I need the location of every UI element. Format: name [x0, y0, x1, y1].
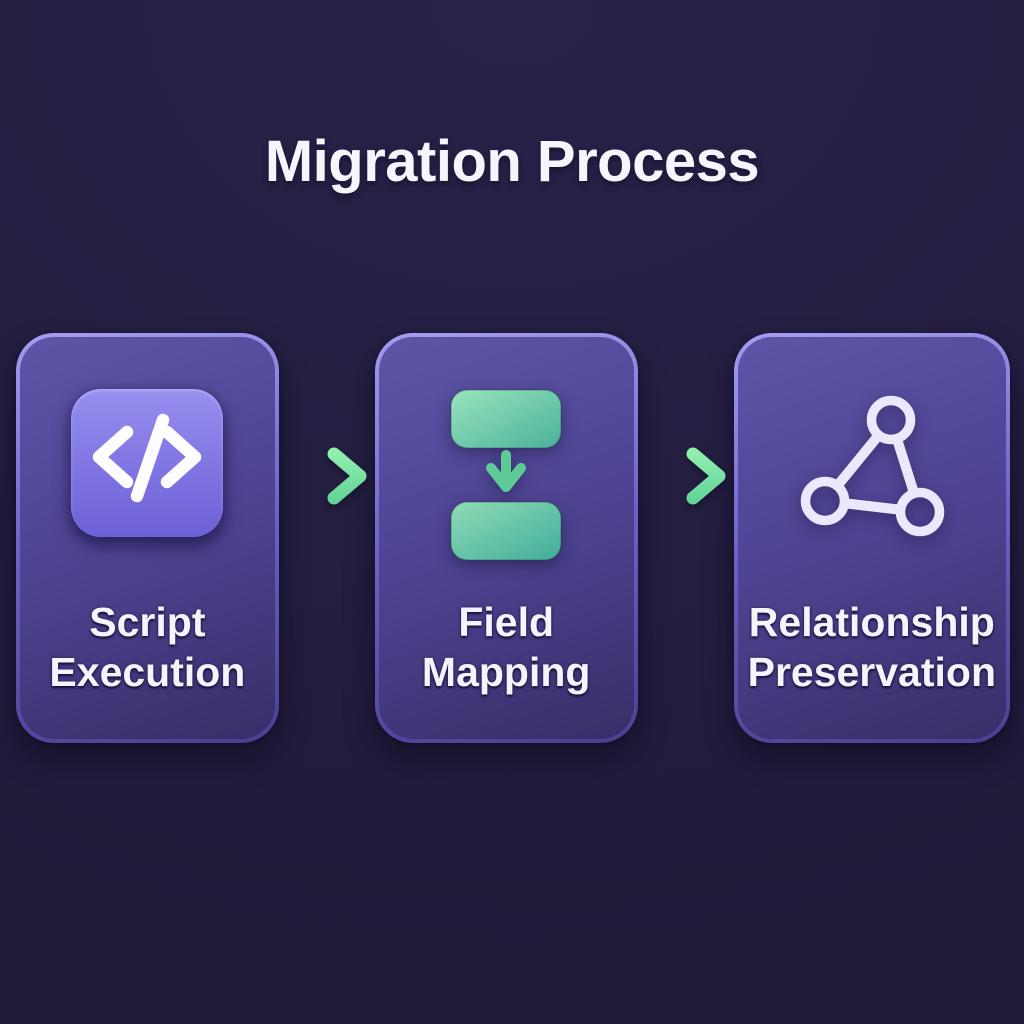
- arrow-right-icon: [277, 447, 367, 505]
- code-tile: [71, 389, 224, 537]
- down-arrow-icon: [486, 450, 527, 492]
- step-card-relationship-preservation: Relationship Preservation: [733, 333, 1010, 743]
- step-card-script-execution: Script Execution: [16, 333, 279, 743]
- process-flow: Script Execution: [16, 333, 1010, 743]
- step-card-field-mapping: Field Mapping: [374, 333, 638, 743]
- network-graph-icon: [800, 395, 945, 537]
- arrow-right-icon: [636, 447, 726, 505]
- connector-1: [277, 333, 375, 743]
- step-label-relationship-preservation: Relationship Preservation: [747, 598, 996, 695]
- connector-2: [636, 333, 734, 743]
- code-icon: [93, 413, 202, 503]
- page-title: Migration Process: [264, 129, 760, 194]
- step-label-script-execution: Script Execution: [49, 598, 246, 695]
- step-label-field-mapping: Field Mapping: [421, 598, 591, 695]
- field-mapping-icon: [450, 389, 562, 561]
